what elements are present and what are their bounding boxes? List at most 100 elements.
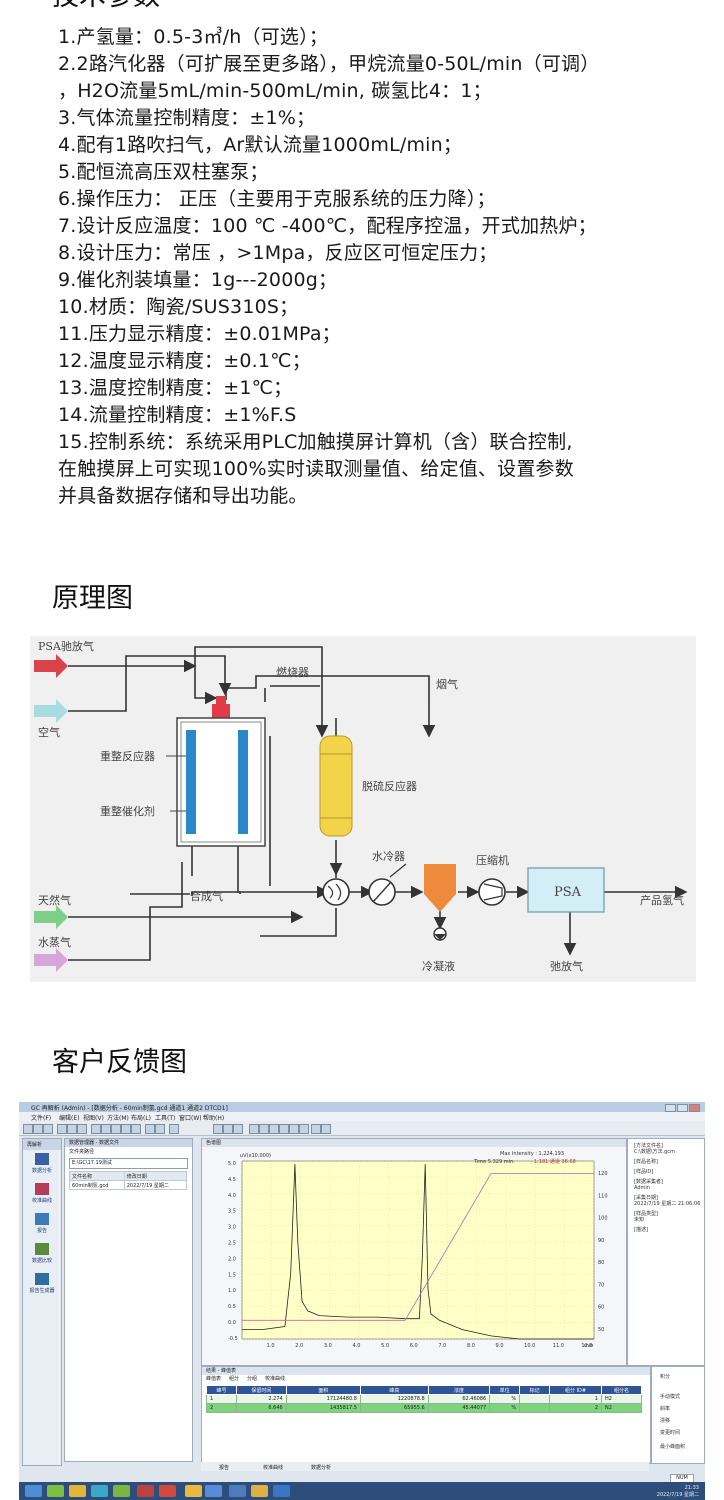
col-file-name[interactable]: 文件名称 (69, 1171, 125, 1181)
toolbar-button[interactable] (233, 1124, 243, 1134)
toolbar-button[interactable] (33, 1124, 43, 1134)
maximize-button[interactable] (677, 1104, 688, 1112)
window-titlebar: GC 再解析 (Admin) - [数据分析 - 60min制氢.gcd 通道1… (19, 1102, 705, 1112)
results-tab[interactable]: 校准曲线 (265, 1376, 286, 1382)
taskbar-app-icon[interactable] (205, 1485, 222, 1497)
toolbar-button[interactable] (43, 1124, 53, 1134)
y2-tick-label: 110 (598, 1193, 608, 1199)
toolbar-button[interactable] (321, 1124, 331, 1134)
toolbar-button[interactable] (101, 1124, 111, 1134)
toolbar-button[interactable] (23, 1124, 33, 1134)
results-header: 结果 - 峰值表 (202, 1367, 650, 1375)
menu-item[interactable]: 帮助(H) (203, 1115, 225, 1122)
toolbar-button[interactable] (57, 1124, 67, 1134)
toolbar-button[interactable] (269, 1124, 279, 1134)
nav-item[interactable]: 数据分析 (27, 1153, 57, 1183)
bottom-tab[interactable]: 校准曲线 (263, 1465, 284, 1471)
side-item[interactable]: 手动模式 (660, 1394, 681, 1400)
col-modified[interactable]: 修改日期 (123, 1171, 188, 1181)
close-button[interactable] (689, 1104, 700, 1112)
menu-item[interactable]: 视图(V) (83, 1115, 104, 1122)
taskbar-app-icon[interactable] (137, 1485, 154, 1497)
spec-item: 14.流量控制精度：±1%F.S (58, 404, 297, 426)
results-column-header[interactable]: 保留时间 (235, 1385, 287, 1395)
menu-item[interactable]: 布局(L) (131, 1115, 152, 1122)
y-tick-label: 4.0 (228, 1193, 236, 1199)
nav-item[interactable]: 报告生成器 (27, 1273, 57, 1303)
results-column-header[interactable]: 浓度 (427, 1385, 491, 1395)
x-tick-label: 1.0 (267, 1343, 275, 1349)
results-column-header[interactable]: 峰高 (359, 1385, 429, 1395)
menu-bar: 文件(F) 编辑(E)视图(V)方法(M)布局(L)工具(T)窗口(W)帮助(H) (19, 1112, 705, 1122)
results-tab[interactable]: 组分 (229, 1376, 240, 1382)
menu-item[interactable]: 编辑(E) (59, 1115, 80, 1122)
menu-item[interactable]: 文件(F) (31, 1115, 52, 1122)
nav-header: 再解析 (23, 1139, 61, 1150)
toolbar-button[interactable] (249, 1124, 259, 1134)
side-item[interactable]: 最小峰面积 (660, 1444, 686, 1450)
results-column-header[interactable]: 标记 (519, 1385, 551, 1395)
spec-item: 3.气体流量控制精度：±1%； (58, 107, 316, 129)
taskbar-app-icon[interactable] (113, 1485, 130, 1497)
toolbar-button[interactable] (67, 1124, 77, 1134)
toolbar-button[interactable] (259, 1124, 269, 1134)
x-tick-label: 10.0 (524, 1343, 535, 1349)
taskbar-app-icon[interactable] (251, 1485, 268, 1497)
side-item[interactable]: 积分 (660, 1374, 671, 1380)
toolbar-button[interactable] (131, 1124, 141, 1134)
toolbar-button[interactable] (145, 1124, 155, 1134)
toolbar-button[interactable] (299, 1124, 309, 1134)
table-row[interactable]: 60min制氢.gcd 2022/7/19 星期二 (69, 1180, 188, 1190)
results-tab[interactable]: 峰值表 (206, 1376, 222, 1382)
toolbar-button[interactable] (111, 1124, 121, 1134)
side-item[interactable]: 漂移 (660, 1418, 671, 1424)
integration-side-panel: 积分手动模式斜率漂移变更时间最小峰面积 (651, 1366, 705, 1464)
toolbar-button[interactable] (289, 1124, 299, 1134)
spec-item: 15.控制系统：系统采用PLC加触摸屏计算机（含）联合控制, (58, 431, 573, 453)
results-column-header[interactable]: 单位 (489, 1385, 521, 1395)
toolbar-button[interactable] (91, 1124, 101, 1134)
label-reformer: 重整反应器 (100, 749, 155, 763)
spec-item: 7.设计反应温度：100 ℃ -400℃，配程序控温，开式加热炉； (58, 215, 597, 237)
taskbar-app-icon[interactable] (229, 1485, 246, 1497)
results-column-header[interactable]: 组分名 (601, 1385, 642, 1395)
results-tab[interactable]: 分组 (247, 1376, 258, 1382)
menu-item[interactable]: 方法(M) (107, 1115, 129, 1122)
results-tabs: 峰值表 组分 分组 校准曲线 (202, 1375, 650, 1383)
taskbar-app-icon[interactable] (91, 1485, 108, 1497)
y2-tick-label: 100 (598, 1216, 608, 1222)
bottom-tab[interactable]: 数据分析 (311, 1465, 332, 1471)
nav-item[interactable]: 数据比较 (27, 1243, 57, 1273)
side-item[interactable]: 变更时间 (660, 1430, 681, 1436)
taskbar-app-icon[interactable] (47, 1485, 64, 1497)
taskbar-app-icon[interactable] (25, 1485, 42, 1497)
taskbar-app-icon[interactable] (273, 1485, 290, 1497)
toolbar-button[interactable] (155, 1124, 165, 1134)
results-column-header[interactable]: 组分 ID# (549, 1385, 603, 1395)
taskbar-app-icon[interactable] (69, 1485, 86, 1497)
menu-item[interactable]: 工具(T) (155, 1115, 176, 1122)
minimize-button[interactable] (665, 1104, 676, 1112)
toolbar-button[interactable] (77, 1124, 87, 1134)
toolbar-button[interactable] (279, 1124, 289, 1134)
results-column-header[interactable]: 面积 (285, 1385, 361, 1395)
toolbar-button[interactable] (311, 1124, 321, 1134)
spec-item: 11.压力显示精度：±0.01MPa； (58, 323, 341, 345)
toolbar-button[interactable] (121, 1124, 131, 1134)
toolbar-button[interactable] (223, 1124, 233, 1134)
bottom-tab[interactable]: 报告 (219, 1465, 230, 1471)
folder-path-field[interactable]: E:\GC\17.19测试 (69, 1158, 188, 1169)
toolbar-button[interactable] (169, 1124, 179, 1134)
results-column-header[interactable]: 峰号 (206, 1385, 237, 1395)
side-item[interactable]: 斜率 (660, 1406, 671, 1412)
taskbar-app-icon[interactable] (159, 1485, 176, 1497)
nav-item[interactable]: 报告 (27, 1213, 57, 1243)
nav-item[interactable]: 校准曲线 (27, 1183, 57, 1213)
taskbar-app-icon[interactable] (185, 1485, 202, 1497)
spec-item: 9.催化剂装填量：1g---2000g； (58, 269, 338, 291)
menu-item[interactable]: 窗口(W) (179, 1115, 202, 1122)
toolbar-button[interactable] (213, 1124, 223, 1134)
